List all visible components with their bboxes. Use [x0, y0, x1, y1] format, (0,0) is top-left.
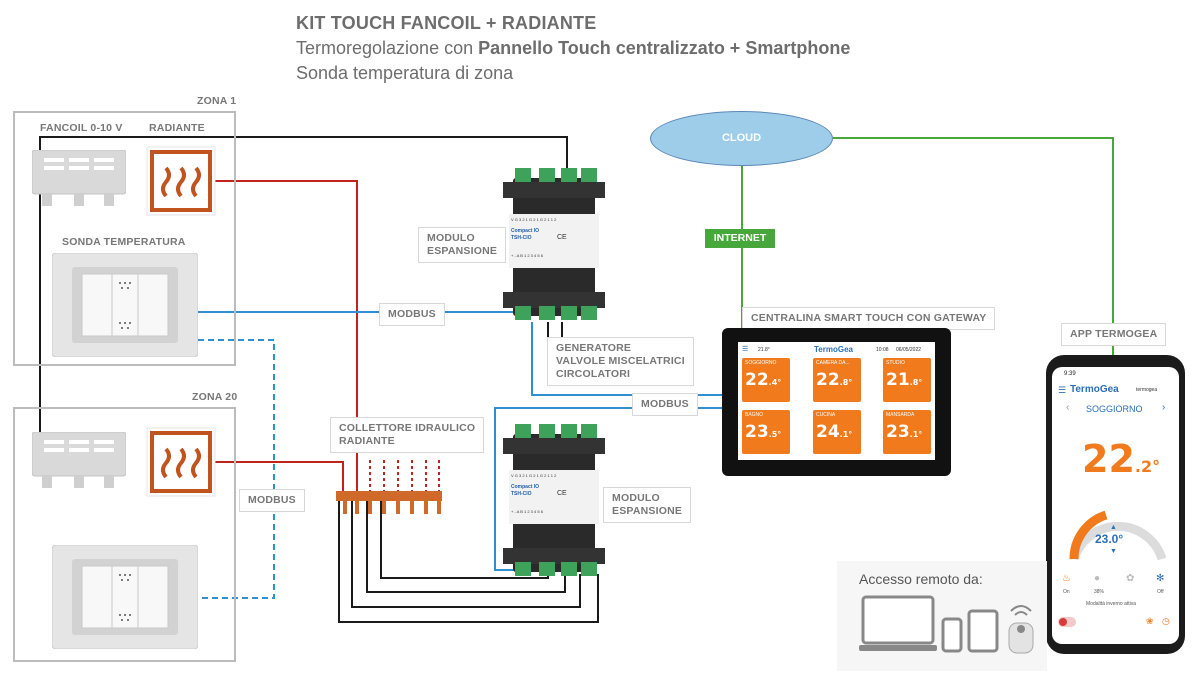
- remote-access-panel: Accesso remoto da:: [837, 561, 1047, 671]
- radiante-label-1: RADIANTE: [149, 122, 205, 134]
- expansion-module-2: V G 3 2 1 G 2 1 G 2 1 1 2 Compact IO TSH…: [503, 424, 605, 578]
- internet-badge: INTERNET: [705, 229, 775, 248]
- setpoint-dial[interactable]: [1066, 503, 1170, 563]
- page-subtitle-2: Sonda temperatura di zona: [296, 63, 514, 83]
- smart-touch-tablet: ☰ 21.8° TermoGea 10:08 06/05/2022 SOGGIO…: [722, 328, 951, 476]
- expansion-module-1: V G 3 2 1 G 2 1 G 2 1 1 2 Compact IO TSH…: [503, 168, 605, 322]
- wire-blue-dashed-zone1: [198, 339, 275, 599]
- zone1-box: [13, 111, 236, 366]
- page-title: KIT TOUCH FANCOIL + RADIANTE: [296, 13, 597, 33]
- phone-screen: 9:39 ☰ TermoGea termogea ‹ SOGGIORNO › 2…: [1052, 367, 1179, 644]
- smart-speaker-icon: [1008, 605, 1034, 654]
- modbus-label-3: MODBUS: [239, 489, 305, 512]
- temperature-sensor-icon: [52, 545, 198, 649]
- remote-access-title: Accesso remoto da:: [859, 571, 983, 587]
- wire-blue-mod2-tablet: [494, 407, 722, 571]
- phone-icon: [941, 617, 963, 653]
- temperature-sensor-icon: [52, 253, 198, 357]
- fancoil-icon: [32, 150, 126, 206]
- humidity-icon[interactable]: ●: [1094, 573, 1101, 584]
- devices-illustration: [859, 595, 1034, 654]
- wire-black-col-2: [351, 500, 581, 608]
- zone20-box: [13, 407, 236, 662]
- laptop-icon: [859, 595, 937, 651]
- modbus-label-1: MODBUS: [379, 303, 445, 326]
- fan-icon[interactable]: ✻: [1156, 573, 1165, 584]
- room-tile[interactable]: CAMERA DA...22.8°: [813, 358, 861, 402]
- zone20-label: ZONA 20: [192, 391, 238, 403]
- clock-icon[interactable]: ◷: [1162, 616, 1170, 626]
- wire-red-zone1: [214, 180, 358, 491]
- prev-room-button[interactable]: ‹: [1066, 402, 1070, 413]
- smartphone: 9:39 ☰ TermoGea termogea ‹ SOGGIORNO › 2…: [1046, 355, 1185, 654]
- fancoil-label-1: FANCOIL 0-10 V: [40, 122, 123, 134]
- toggle-switch[interactable]: [1058, 617, 1076, 627]
- sonda-label: SONDA TEMPERATURA: [62, 236, 186, 248]
- setpoint-value: 23.0°: [1095, 532, 1124, 546]
- flame-icon[interactable]: ♨: [1062, 573, 1071, 584]
- fan-speed-icon[interactable]: ❀: [1146, 616, 1154, 626]
- current-temperature: 22.2°: [1082, 437, 1161, 481]
- termogea-logo: TermoGea: [814, 345, 853, 354]
- centralina-label: CENTRALINA SMART TOUCH CON GATEWAY: [742, 307, 996, 330]
- wire-black-col-1: [338, 500, 599, 623]
- next-room-button[interactable]: ›: [1162, 402, 1166, 413]
- wire-green-cloud-app: [833, 137, 1114, 360]
- termogea-logo: TermoGea: [1070, 384, 1119, 395]
- zone1-label: ZONA 1: [197, 95, 237, 107]
- leaf-icon[interactable]: ✿: [1126, 573, 1135, 584]
- tablet-icon: [967, 609, 999, 653]
- setpoint-up-icon[interactable]: ▲: [1110, 524, 1117, 531]
- wire-black-col-3: [366, 500, 566, 593]
- menu-icon[interactable]: ☰: [1058, 385, 1067, 395]
- hydraulic-collector: [336, 460, 442, 514]
- app-termogea-label: APP TERMOGEA: [1061, 323, 1167, 346]
- menu-icon[interactable]: ☰: [742, 346, 749, 353]
- page-subtitle: Termoregolazione con Pannello Touch cent…: [296, 38, 851, 58]
- fancoil-icon: [32, 432, 126, 488]
- cloud-icon: CLOUD: [650, 111, 833, 166]
- radiator-icon: [146, 427, 216, 497]
- radiator-icon: [146, 146, 216, 216]
- modbus-label-2: MODBUS: [632, 393, 698, 416]
- setpoint-down-icon[interactable]: ▼: [1110, 548, 1117, 555]
- tablet-screen: ☰ 21.8° TermoGea 10:08 06/05/2022 SOGGIO…: [738, 342, 935, 460]
- room-name: SOGGIORNO: [1086, 404, 1143, 414]
- wire-red-zone20: [214, 461, 344, 491]
